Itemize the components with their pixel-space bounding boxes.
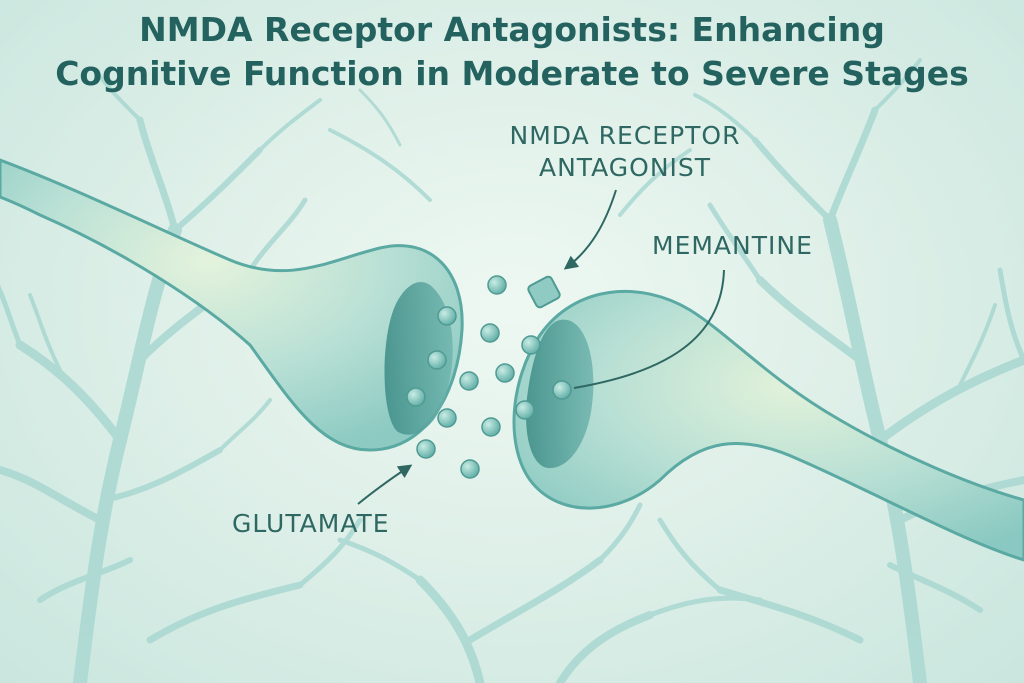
glutamate-molecules	[406, 275, 572, 479]
background-dendrites	[0, 58, 1024, 683]
glutamate-label: GLUTAMATE	[232, 509, 390, 538]
page-title: NMDA Receptor Antagonists: Enhancing Cog…	[0, 8, 1024, 96]
glutamate-molecule	[495, 363, 515, 383]
antagonist-label-line-2: ANTAGONIST	[538, 153, 712, 182]
postsynaptic-neuron	[512, 290, 1024, 562]
glutamate-molecule	[480, 323, 500, 343]
glutamate-molecule	[487, 275, 507, 295]
title-line-1: NMDA Receptor Antagonists: Enhancing	[139, 10, 885, 49]
presynaptic-neuron	[0, 158, 464, 452]
glutamate-molecule	[481, 417, 501, 437]
glutamate-molecule	[427, 350, 447, 370]
glutamate-molecule	[437, 408, 457, 428]
antagonist-arrow	[563, 189, 617, 270]
glutamate-molecule	[459, 371, 479, 391]
glutamate-molecule	[552, 380, 572, 400]
memantine-label: MEMANTINE	[652, 231, 813, 260]
antagonist-label: NMDA RECEPTOR ANTAGONIST	[500, 120, 750, 184]
glutamate-arrow	[357, 464, 413, 505]
memantine-leader-line	[573, 269, 725, 389]
glutamate-molecule	[406, 387, 426, 407]
glutamate-molecule	[460, 459, 480, 479]
antagonist-label-line-1: NMDA RECEPTOR	[509, 121, 741, 150]
antagonist-molecule	[527, 275, 561, 309]
glutamate-molecule	[521, 335, 541, 355]
glutamate-molecule	[416, 439, 436, 459]
glutamate-molecule	[437, 306, 457, 326]
glutamate-molecule	[515, 400, 535, 420]
title-line-2: Cognitive Function in Moderate to Severe…	[55, 54, 969, 93]
